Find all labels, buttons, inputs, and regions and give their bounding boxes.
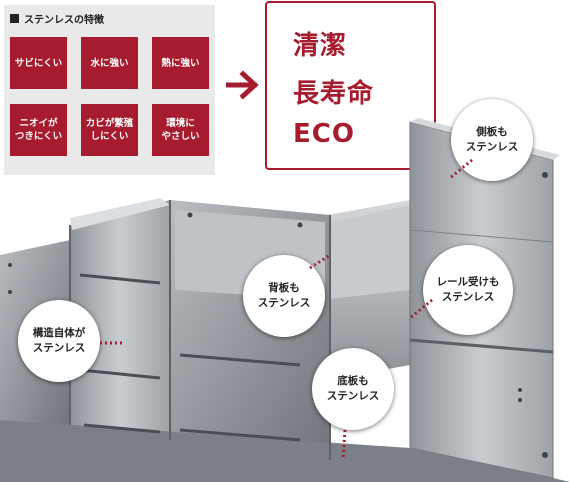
callout-side-panel: 側板も ステンレス: [451, 99, 533, 181]
benefits-box: 清潔 長寿命 ECO: [265, 1, 436, 170]
features-header: ステンレスの特徴: [10, 11, 104, 26]
features-title: ステンレスの特徴: [24, 14, 104, 26]
benefit-clean: 清潔: [293, 31, 348, 61]
feature-tile-odor: ニオイが つきにくい: [10, 104, 67, 156]
feature-tile-rust: サビにくい: [10, 37, 67, 89]
callout-structure: 構造自体が ステンレス: [18, 300, 100, 382]
feature-tile-heat: 熱に強い: [152, 37, 209, 89]
feature-tile-eco: 環境に やさしい: [152, 104, 209, 156]
callout-rail-holder: レール受けも ステンレス: [423, 245, 513, 335]
callout-bottom-panel: 底板も ステンレス: [312, 348, 394, 430]
callout-back-panel: 背板も ステンレス: [243, 255, 325, 337]
stainless-features-panel: ステンレスの特徴 サビにくい 水に強い 熱に強い ニオイが つきにくい カビが繁…: [4, 5, 215, 175]
square-bullet-icon: [10, 13, 19, 23]
right-arrow-icon: [226, 70, 259, 100]
benefit-long-life: 長寿命: [293, 79, 375, 109]
feature-tile-mold: カビが繁殖 しにくい: [81, 104, 138, 156]
feature-tile-water: 水に強い: [81, 37, 138, 89]
benefit-eco: ECO: [293, 119, 355, 149]
